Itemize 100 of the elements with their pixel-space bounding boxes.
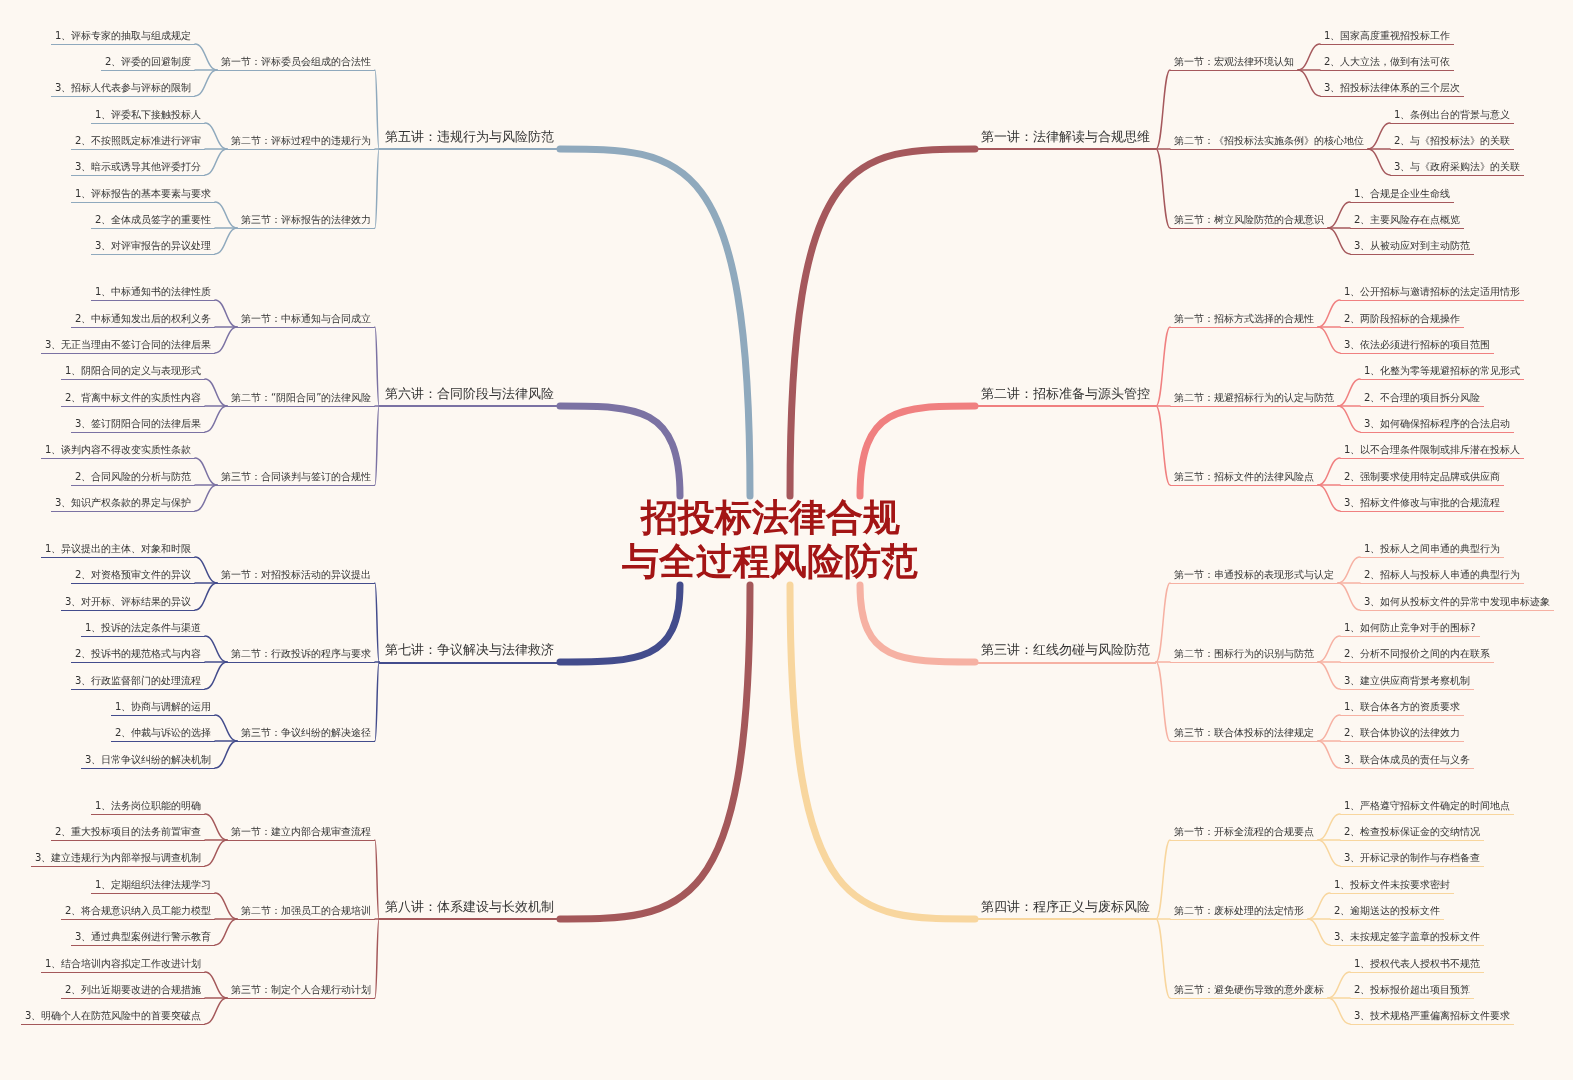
subtopic-label: 第二节：规避招标行为的认定与防范 <box>1170 390 1338 407</box>
topic-label: 第七讲：争议解决与法律救济 <box>379 642 560 664</box>
item-label: 3、未按规定签字盖章的投标文件 <box>1330 930 1485 947</box>
branch-line <box>204 148 228 176</box>
topic-label: 第五讲：违规行为与风险防范 <box>379 129 560 151</box>
item-label: 3、通过典型案例进行警示教育 <box>71 930 216 947</box>
item-label: 1、结合培训内容拟定工作改进计划 <box>41 956 206 973</box>
item-label: 3、开标记录的制作与存档备查 <box>1340 851 1485 868</box>
branch-line <box>214 326 238 328</box>
branch-line <box>856 402 979 500</box>
branch-line <box>374 918 380 920</box>
branch-line <box>204 839 228 841</box>
branch-line <box>1307 918 1331 920</box>
item-label: 3、无正当理由不签订合同的法律后果 <box>41 337 216 354</box>
item-label: 3、建立供应商背景考察机制 <box>1340 673 1475 690</box>
item-label: 1、投标文件未按要求密封 <box>1330 877 1455 894</box>
subtopic-label: 第二节：行政投诉的程序与要求 <box>227 647 375 664</box>
item-label: 1、异议提出的主体、对象和时限 <box>41 542 196 559</box>
branch-line <box>1317 839 1341 867</box>
branch-line <box>194 484 218 486</box>
branch-line <box>556 581 684 666</box>
item-label: 3、签订阴阳合同的法律后果 <box>71 416 206 433</box>
subtopic-label: 第二节：加强员工的合规培训 <box>237 904 375 920</box>
item-label: 1、阴阳合同的定义与表现形式 <box>61 364 206 381</box>
item-label: 2、联合体协议的法律效力 <box>1340 726 1465 743</box>
subtopic-label: 第二节：废标处理的法定情形 <box>1170 904 1308 920</box>
branch-line <box>204 661 228 690</box>
branch-line <box>194 582 218 611</box>
branch-line <box>374 582 380 663</box>
item-label: 1、定期组织法律法规学习 <box>91 877 216 894</box>
branch-line <box>1317 661 1341 663</box>
branch-line <box>1317 326 1341 354</box>
branch-line <box>194 69 218 71</box>
branch-line <box>374 405 380 486</box>
item-label: 2、两阶段招标的合规操作 <box>1340 311 1465 328</box>
topic-label: 第一讲：法律解读与合规思维 <box>975 129 1156 151</box>
subtopic-label: 第一节：对招投标活动的异议提出 <box>217 568 375 585</box>
item-label: 1、协商与调解的运用 <box>111 700 216 717</box>
topic-label: 第六讲：合同阶段与法律风险 <box>379 385 560 407</box>
item-label: 2、不合理的项目拆分风险 <box>1360 390 1485 407</box>
topic-label: 第二讲：招标准备与源头管控 <box>975 385 1156 407</box>
branch-line <box>1337 405 1361 433</box>
item-label: 3、对开标、评标结果的异议 <box>61 594 196 611</box>
subtopic-label: 第一节：招标方式选择的合规性 <box>1170 311 1318 328</box>
subtopic-label: 第一节：宏观法律环境认知 <box>1170 55 1298 71</box>
item-label: 1、联合体各方的资质要求 <box>1340 700 1465 717</box>
branch-line <box>1367 148 1391 150</box>
subtopic-label: 第二节：《招投标法实施条例》的核心地位 <box>1170 134 1368 150</box>
branch-line <box>214 326 238 354</box>
item-label: 2、逾期送达的投标文件 <box>1330 904 1445 920</box>
branch-line <box>1155 582 1171 663</box>
branch-line <box>1367 148 1391 176</box>
branch-line <box>1337 405 1361 407</box>
item-label: 1、投标人之间串通的典型行为 <box>1360 542 1505 559</box>
branch-line <box>194 69 218 97</box>
branch-line <box>204 997 228 999</box>
item-label: 2、评委的回避制度 <box>101 55 196 71</box>
branch-line <box>374 326 380 407</box>
branch-line <box>204 148 228 150</box>
subtopic-label: 第一节：串通投标的表现形式与认定 <box>1170 568 1338 585</box>
branch-line <box>374 661 380 742</box>
item-label: 3、从被动应对到主动防范 <box>1350 239 1475 256</box>
topic-label: 第四讲：程序正义与废标风险 <box>975 899 1156 921</box>
item-label: 2、对资格预审文件的异议 <box>71 568 196 585</box>
subtopic-label: 第一节：中标通知与合同成立 <box>237 311 375 328</box>
branch-line <box>786 581 979 923</box>
item-label: 1、条例出台的背景与意义 <box>1390 107 1515 124</box>
item-label: 3、行政监督部门的处理流程 <box>71 673 206 690</box>
subtopic-label: 第三节：避免硬伤导致的意外废标 <box>1170 983 1328 999</box>
item-label: 2、人大立法，做到有法可依 <box>1320 55 1455 71</box>
item-label: 2、与《招投标法》的关联 <box>1390 134 1515 150</box>
branch-line <box>214 918 238 920</box>
branch-line <box>194 484 218 512</box>
branch-line <box>1317 326 1341 328</box>
item-label: 3、招标人代表参与评标的限制 <box>51 81 196 98</box>
subtopic-label: 第一节：评标委员会组成的合法性 <box>217 55 375 71</box>
branch-line <box>1155 661 1171 742</box>
item-label: 1、公开招标与邀请招标的法定适用情形 <box>1340 285 1525 302</box>
branch-line <box>786 145 979 500</box>
branch-line <box>1317 661 1341 690</box>
subtopic-label: 第三节：评标报告的法律效力 <box>237 213 375 229</box>
branch-line <box>556 581 754 923</box>
item-label: 3、依法必须进行招标的项目范围 <box>1340 337 1495 354</box>
central-topic: 招投标法律合规 与全过程风险防范 <box>622 495 918 585</box>
branch-line <box>374 918 380 999</box>
branch-line <box>374 405 380 407</box>
item-label: 1、中标通知书的法律性质 <box>91 285 216 302</box>
subtopic-label: 第一节：建立内部合规审查流程 <box>227 825 375 841</box>
branch-line <box>1337 582 1361 584</box>
item-label: 2、全体成员签字的重要性 <box>91 213 216 229</box>
branch-line <box>214 227 238 229</box>
item-label: 2、检查投标保证金的交纳情况 <box>1340 825 1485 841</box>
item-label: 1、授权代表人授权书不规范 <box>1350 956 1485 973</box>
branch-line <box>556 402 684 500</box>
item-label: 2、重大投标项目的法务前置审查 <box>51 825 206 841</box>
item-label: 1、评标报告的基本要素与要求 <box>71 186 216 203</box>
item-label: 2、招标人与投标人串通的典型行为 <box>1360 568 1525 585</box>
item-label: 1、严格遵守招标文件确定的时间地点 <box>1340 798 1515 815</box>
branch-line <box>204 997 228 1025</box>
branch-line <box>1155 918 1171 920</box>
